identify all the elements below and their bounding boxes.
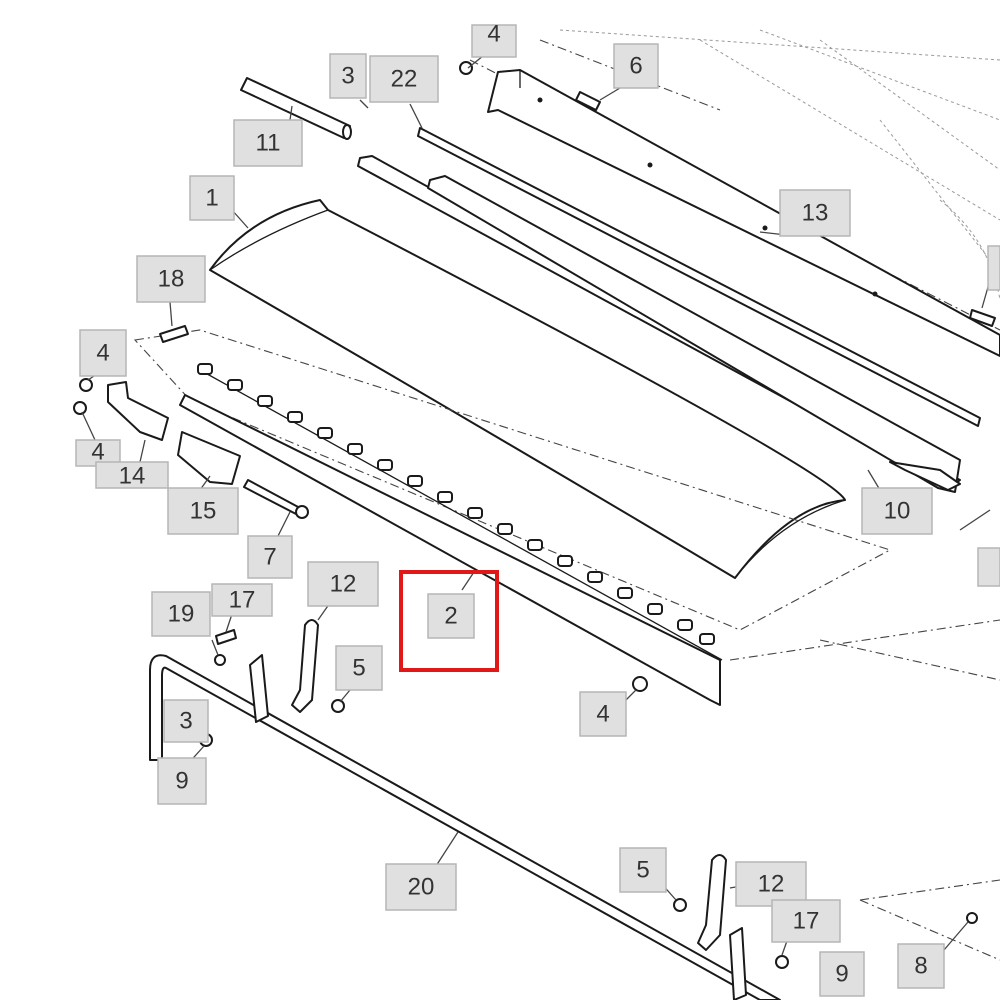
part-14-bracket (107, 381, 169, 441)
part-20-frame-rod (149, 654, 781, 1000)
callout-label: 5 (636, 857, 649, 884)
callout-4-a: 4 (79, 329, 127, 377)
callout-label: 12 (330, 571, 357, 598)
callout-label: 13 (802, 200, 829, 227)
assembly-outline (133, 329, 1000, 961)
callout-6: 6 (613, 43, 659, 89)
callout-label: 5 (352, 655, 365, 682)
callout-label: 14 (119, 463, 146, 490)
callout-label: 20 (408, 874, 435, 901)
part-2-hinge-strip (179, 363, 723, 706)
callout-19: 19 (151, 591, 211, 637)
callout-18: 18 (136, 255, 206, 303)
callout-label: 2 (444, 603, 457, 630)
callout-label: 6 (629, 53, 642, 80)
callout-14: 14 (95, 461, 169, 490)
callout-label: 4 (96, 340, 109, 367)
part-10-bars (357, 155, 961, 493)
callout-5-a: 5 (335, 645, 383, 691)
highlight-box (399, 570, 499, 672)
callout-label: 7 (263, 544, 276, 571)
callout-4-c: 4 (579, 691, 627, 737)
fasteners (73, 61, 996, 969)
part-1-curved-cover (209, 199, 846, 579)
part-15-bracket (177, 431, 241, 485)
callout-11: 11 (233, 119, 303, 167)
callout-label: 15 (190, 498, 217, 525)
part-12-arm-right (697, 854, 727, 951)
callout-12-a: 12 (307, 561, 379, 607)
callout-3-top: 3 (329, 53, 367, 99)
callout-9-a: 9 (157, 757, 207, 805)
callout-label: 4 (91, 439, 104, 466)
callout-label: 17 (229, 587, 256, 614)
callout-label: 12 (758, 871, 785, 898)
callout-8: 8 (897, 943, 945, 989)
callout-20: 20 (385, 863, 457, 911)
callout-label: 9 (835, 961, 848, 988)
callout-7: 7 (247, 535, 293, 579)
callout-15: 15 (167, 487, 239, 535)
callout-17-a: 17 (211, 583, 273, 617)
callout-10: 10 (861, 487, 933, 535)
callout-label: 9 (175, 768, 188, 795)
callout-3-b: 3 (163, 699, 209, 743)
callout-label: 1 (205, 185, 218, 212)
callout-partial-right-top (987, 245, 1000, 291)
part-22-strip (417, 127, 981, 427)
part-11-rod (240, 77, 352, 140)
background-machine-outline (469, 29, 1000, 331)
callout-12-b: 12 (735, 861, 807, 907)
callout-1: 1 (189, 175, 235, 221)
callout-label: 3 (341, 63, 354, 90)
callout-label: 19 (168, 601, 195, 628)
callout-label: 17 (793, 908, 820, 935)
callout-label: 4 (487, 21, 500, 48)
callout-13: 13 (779, 189, 851, 237)
callout-label: 4 (596, 701, 609, 728)
callout-label: 10 (884, 498, 911, 525)
part-12-arm-left (291, 619, 319, 713)
callout-2: 2 (427, 593, 475, 639)
callout-4-top: 4 (471, 21, 517, 58)
callout-label: 22 (391, 66, 418, 93)
callout-partial-right-mid (977, 547, 1000, 587)
callout-5-b: 5 (619, 847, 667, 893)
callout-label: 3 (179, 708, 192, 735)
callout-17-b: 17 (771, 899, 841, 943)
callout-9-b: 9 (819, 951, 865, 997)
part-13-channel (487, 69, 1000, 357)
callout-label: 8 (914, 953, 927, 980)
callout-label: 11 (256, 130, 281, 157)
callout-22: 22 (369, 55, 439, 103)
callout-label: 18 (158, 266, 185, 293)
